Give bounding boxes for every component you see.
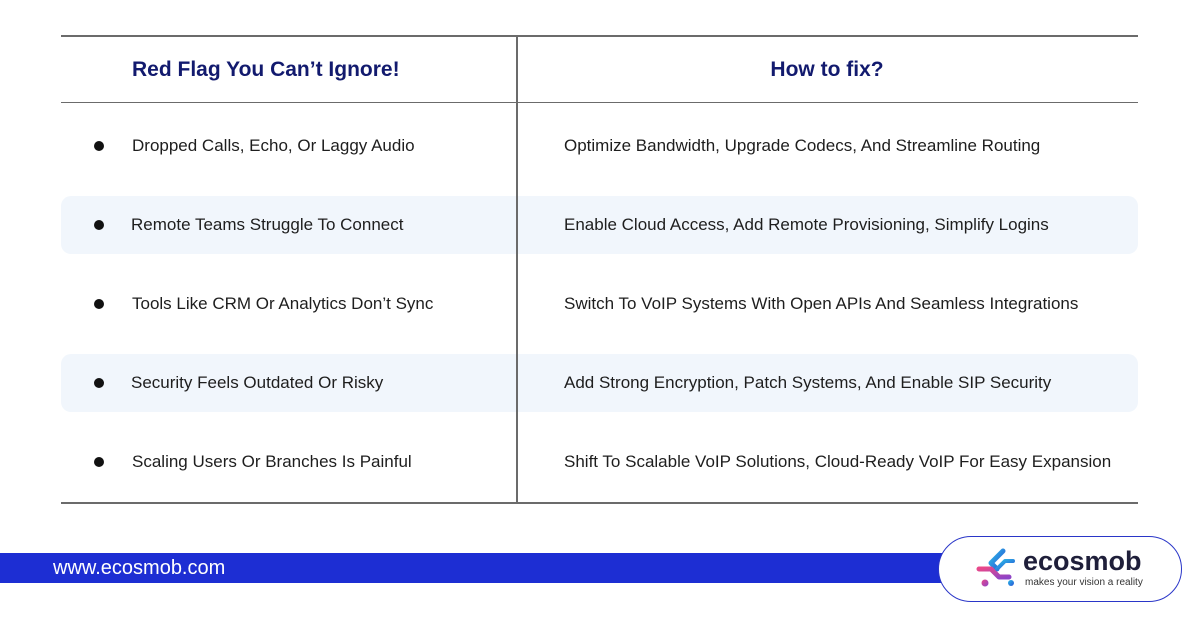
red-flag-text: Tools Like CRM Or Analytics Don’t Sync	[132, 294, 434, 313]
fix-text: Optimize Bandwidth, Upgrade Codecs, And …	[564, 136, 1041, 155]
table-header: Red Flag You Can’t Ignore! How to fix?	[61, 37, 1138, 103]
fix-text: Shift To Scalable VoIP Solutions, Cloud-…	[564, 452, 1112, 471]
bullet-icon	[94, 220, 104, 230]
bullet-icon	[94, 299, 104, 309]
table-row: Remote Teams Struggle To Connect Enable …	[61, 196, 1138, 254]
red-flag-text: Remote Teams Struggle To Connect	[131, 215, 404, 234]
table-row: Scaling Users Or Branches Is Painful Shi…	[61, 433, 1138, 491]
table-row: Dropped Calls, Echo, Or Laggy Audio Opti…	[61, 117, 1138, 175]
brand-tagline: makes your vision a reality	[1025, 577, 1143, 588]
red-flag-text: Scaling Users Or Branches Is Painful	[132, 452, 412, 471]
brand-name: ecosmob	[1023, 546, 1142, 576]
footer-bar: www.ecosmob.com	[0, 553, 990, 583]
ecosmob-logo-icon	[976, 548, 1015, 587]
column-divider	[516, 37, 518, 502]
header-red-flag: Red Flag You Can’t Ignore!	[132, 58, 400, 81]
comparison-table: Red Flag You Can’t Ignore! How to fix? D…	[61, 35, 1138, 504]
website-link[interactable]: www.ecosmob.com	[53, 557, 226, 579]
table-row: Security Feels Outdated Or Risky Add Str…	[61, 354, 1138, 412]
fix-text: Enable Cloud Access, Add Remote Provisio…	[564, 215, 1049, 234]
brand-logo: ecosmob makes your vision a reality	[938, 536, 1182, 602]
bullet-icon	[94, 457, 104, 467]
bullet-icon	[94, 141, 104, 151]
bullet-icon	[94, 378, 104, 388]
red-flag-text: Dropped Calls, Echo, Or Laggy Audio	[132, 136, 415, 155]
header-how-to-fix: How to fix?	[770, 58, 884, 81]
table-row: Tools Like CRM Or Analytics Don’t Sync S…	[61, 275, 1138, 333]
red-flag-text: Security Feels Outdated Or Risky	[131, 373, 384, 392]
fix-text: Switch To VoIP Systems With Open APIs An…	[564, 294, 1079, 313]
fix-text: Add Strong Encryption, Patch Systems, An…	[564, 373, 1052, 392]
